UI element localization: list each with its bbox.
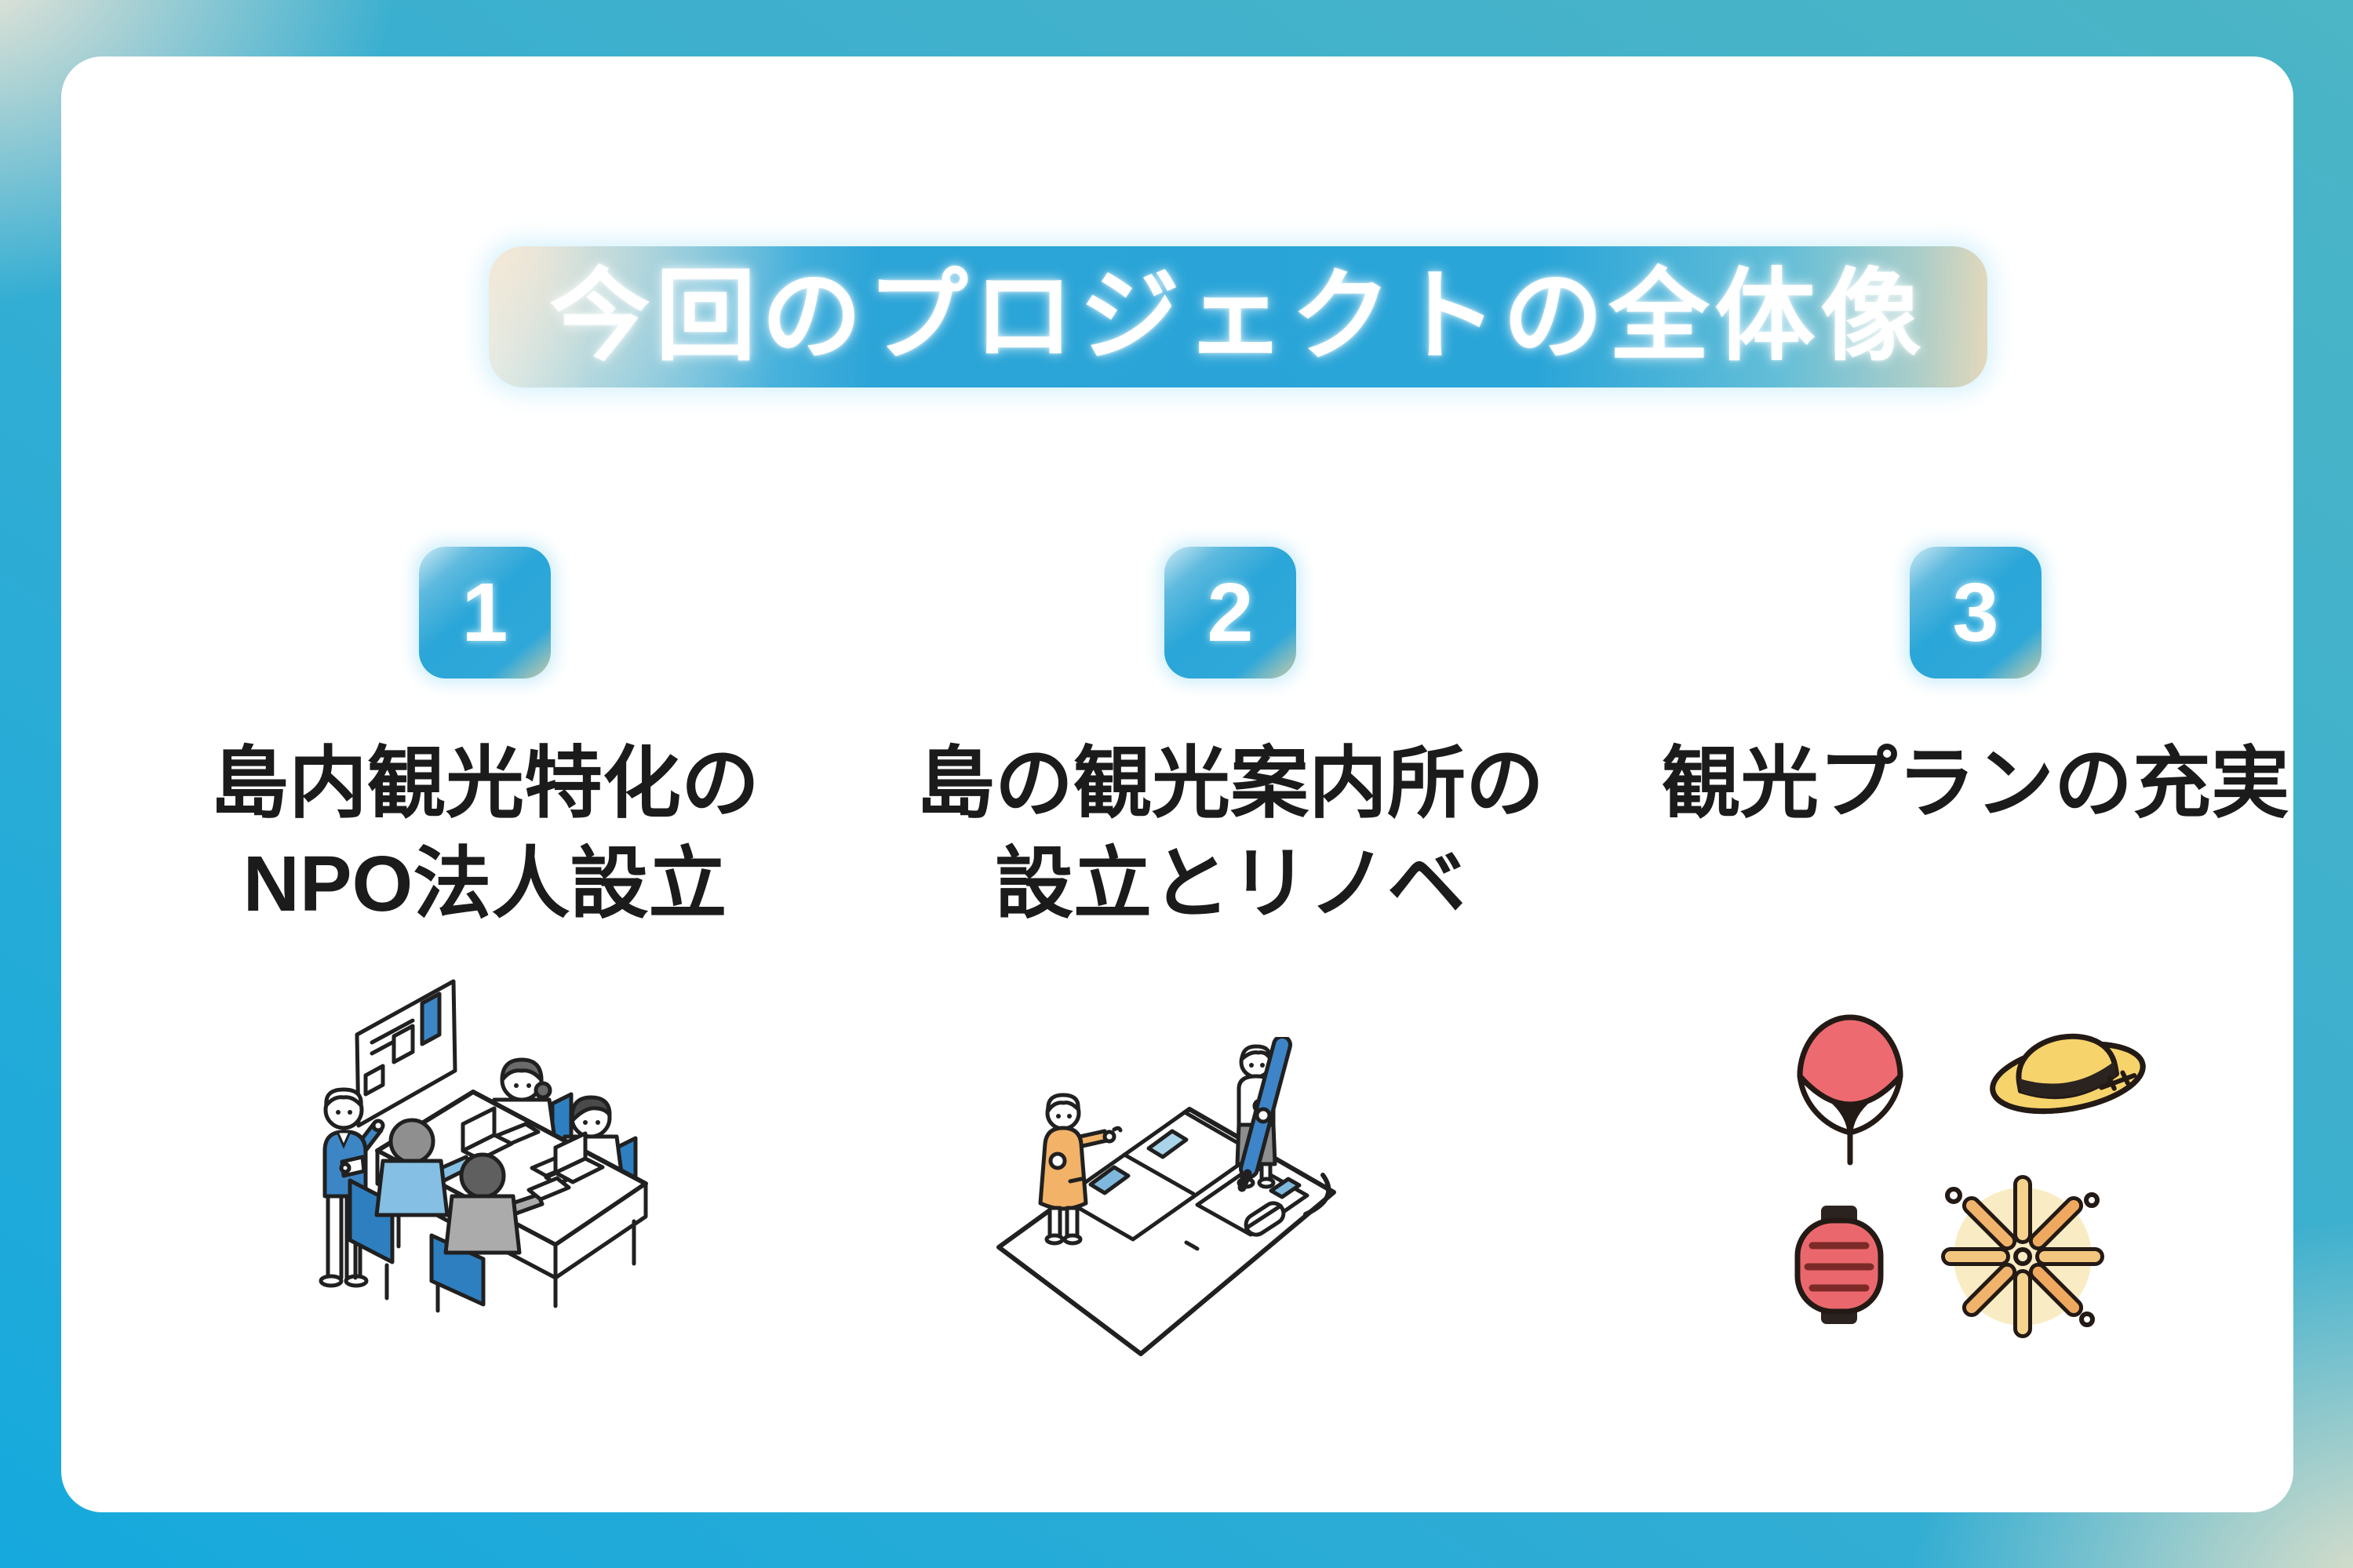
page-title: 今回のプロジェクトの全体像 — [549, 260, 1927, 373]
team-member-front — [443, 1152, 571, 1255]
paper-lantern-icon — [1794, 1206, 1884, 1324]
step-heading-line: 島の観光案内所の — [916, 740, 1544, 828]
meeting-illustration — [319, 979, 648, 1313]
step-number: 2 — [1207, 566, 1254, 659]
step-heading-3: 観光プランの充実 — [1623, 733, 2329, 834]
laptop — [553, 1131, 605, 1184]
step-heading-line: 観光プランの充実 — [1662, 740, 2289, 828]
giant-pen-icon — [1237, 1037, 1292, 1192]
step-heading-line: 島内観光特化の — [210, 740, 759, 828]
step-badge-3: 3 — [1910, 547, 2042, 678]
uchiwa-fan-icon — [1797, 1014, 1903, 1166]
step-column-1: 1 島内観光特化の NPO法人設立 — [132, 547, 838, 934]
step-heading-1: 島内観光特化の NPO法人設立 — [132, 733, 838, 934]
title-banner: 今回のプロジェクトの全体像 — [489, 246, 1987, 387]
pointing-person — [1038, 1093, 1123, 1246]
team-member-left — [374, 1118, 475, 1217]
content-card: 今回のプロジェクトの全体像 1 島内観光特化の NPO法人設立 2 島の観光案内… — [61, 56, 2293, 1512]
step-number: 1 — [461, 566, 508, 659]
step-heading-line: 設立とリノベ — [995, 840, 1466, 928]
step-heading-line: NPO法人設立 — [242, 840, 727, 928]
step-column-3: 3 観光プランの充実 — [1623, 547, 2329, 834]
drawing-person — [1235, 1037, 1292, 1192]
firework-rays — [1941, 1175, 2104, 1338]
firework-icon — [1941, 1175, 2104, 1338]
step-badge-2: 2 — [1164, 547, 1296, 678]
whiteboard — [355, 979, 457, 1128]
step-badge-1: 1 — [419, 547, 551, 678]
bathtub-icon — [1244, 1201, 1286, 1237]
floorplan-illustration — [996, 1037, 1336, 1356]
step-heading-2: 島の観光案内所の 設立とリノベ — [877, 733, 1583, 934]
step-column-2: 2 島の観光案内所の 設立とリノベ — [877, 547, 1583, 934]
straw-hat-icon — [1990, 1033, 2146, 1115]
festival-icons-illustration — [1794, 1014, 2146, 1338]
step-number: 3 — [1952, 566, 1999, 659]
